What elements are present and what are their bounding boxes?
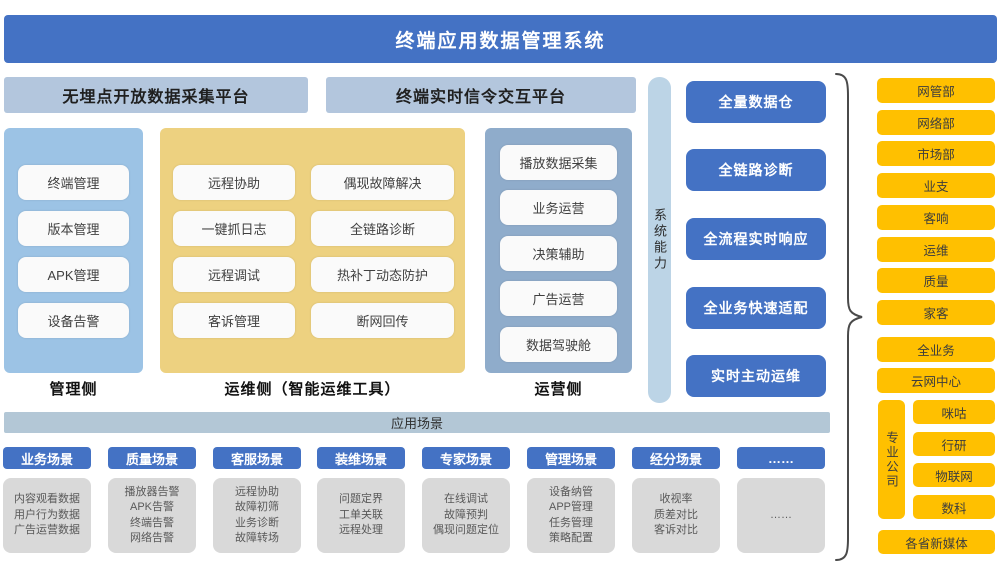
system-capability-bar: 系统能力 [648,77,671,403]
scenario-details-business: 内容观看数据 用户行为数据 广告运营数据 [3,478,91,553]
platform-header-data-collection: 无埋点开放数据采集平台 [4,77,308,113]
dept-migu: 咪咕 [913,400,995,424]
operations-item: 决策辅助 [500,236,617,271]
dept-quality: 质量 [877,268,995,293]
scenario-management: 管理场景 [527,447,615,469]
om-item: 客诉管理 [173,303,295,338]
scenario-business-analysis: 经分场景 [632,447,720,469]
om-item: 一键抓日志 [173,211,295,246]
operations-item: 播放数据采集 [500,145,617,180]
curly-brace-connector [835,73,863,561]
dept-home-customer: 家客 [877,300,995,325]
management-item: 设备告警 [18,303,129,338]
scenario-details-customer-service: 远程协助 故障初筛 业务诊断 故障转场 [213,478,301,553]
om-item: 断网回传 [311,303,454,338]
label-operations-side: 运营侧 [534,380,583,398]
dept-industry-research: 行研 [913,432,995,456]
om-item: 远程协助 [173,165,295,200]
system-capability-label: 系统能力 [652,208,667,272]
platform-header-signaling: 终端实时信令交互平台 [326,77,636,113]
dept-all-business: 全业务 [877,337,995,362]
dept-digital-tech: 数科 [913,495,995,519]
panel-management: 终端管理 版本管理 APK管理 设备告警 [4,128,143,373]
scenario-details-management: 设备纳管 APP管理 任务管理 策略配置 [527,478,615,553]
management-item: 终端管理 [18,165,129,200]
dept-network-mgmt: 网管部 [877,78,995,103]
scenario-details-installation: 问题定界 工单关联 远程处理 [317,478,405,553]
capability-full-data-warehouse: 全量数据仓 [686,81,826,123]
om-item: 远程调试 [173,257,295,292]
om-item: 全链路诊断 [311,211,454,246]
scenario-more: …… [737,447,825,469]
dept-provincial-new-media: 各省新媒体 [878,530,995,554]
dept-customer-response: 客响 [877,205,995,230]
application-scenarios-bar: 应用场景 [4,412,830,433]
operations-item: 数据驾驶舱 [500,327,617,362]
operations-item: 业务运营 [500,190,617,225]
dept-business-support: 业支 [877,173,995,198]
scenario-details-business-analysis: 收视率 质差对比 客诉对比 [632,478,720,553]
scenario-customer-service: 客服场景 [213,447,301,469]
om-item: 偶现故障解决 [311,165,454,200]
scenario-business: 业务场景 [3,447,91,469]
management-item: 版本管理 [18,211,129,246]
scenario-details-quality: 播放器告警 APK告警 终端告警 网络告警 [108,478,196,553]
capability-realtime-response: 全流程实时响应 [686,218,826,260]
dept-group-professional-company: 专业公司 [878,400,905,519]
scenario-details-more: …… [737,478,825,553]
capability-proactive-om: 实时主动运维 [686,355,826,397]
scenario-details-expert: 在线调试 故障预判 偶现问题定位 [422,478,510,553]
dept-market: 市场部 [877,141,995,166]
management-item: APK管理 [18,257,129,292]
capability-fast-adaptation: 全业务快速适配 [686,287,826,329]
scenario-quality: 质量场景 [108,447,196,469]
capability-full-link-diagnosis: 全链路诊断 [686,149,826,191]
dept-group-label: 专业公司 [884,430,898,489]
page-title: 终端应用数据管理系统 [4,15,997,63]
operations-item: 广告运营 [500,281,617,316]
label-om-side: 运维侧（智能运维工具） [224,380,401,398]
panel-om-tools: 远程协助 一键抓日志 远程调试 客诉管理 偶现故障解决 全链路诊断 热补丁动态防… [160,128,465,373]
dept-om: 运维 [877,237,995,262]
dept-iot: 物联网 [913,463,995,487]
panel-operations: 播放数据采集 业务运营 决策辅助 广告运营 数据驾驶舱 [485,128,632,373]
scenario-installation: 装维场景 [317,447,405,469]
label-management-side: 管理侧 [49,380,98,398]
scenario-expert: 专家场景 [422,447,510,469]
dept-cloud-network-center: 云网中心 [877,368,995,393]
om-item: 热补丁动态防护 [311,257,454,292]
dept-network: 网络部 [877,110,995,135]
